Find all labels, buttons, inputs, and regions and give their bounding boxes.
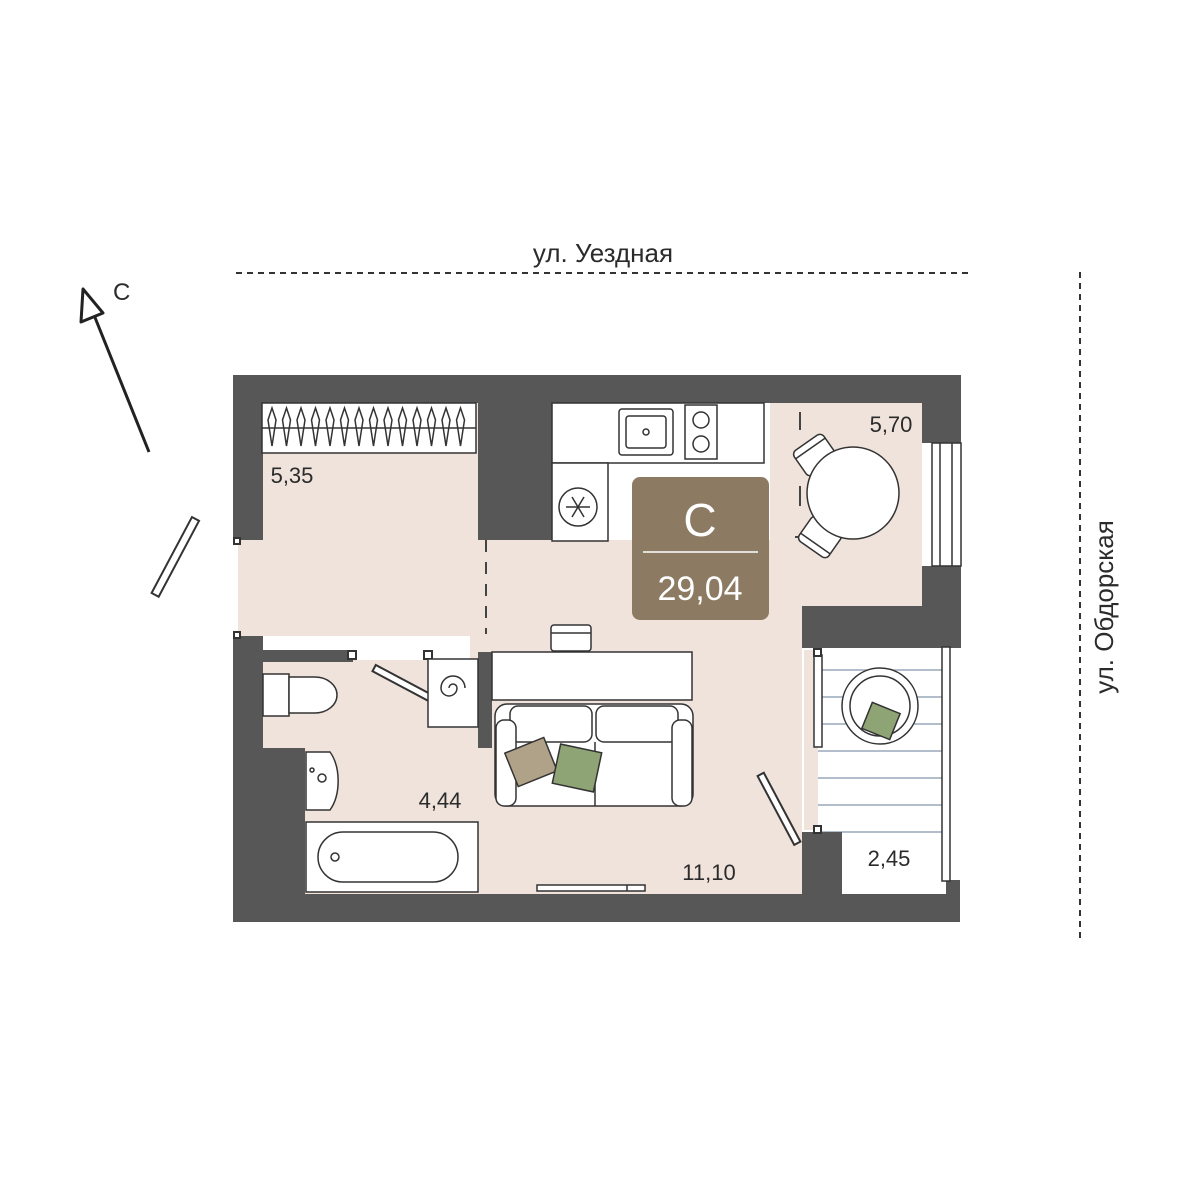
chair-icon — [550, 624, 592, 652]
wardrobe-icon — [261, 402, 477, 454]
area-badge: С 29,04 — [632, 477, 769, 620]
street-top-label: ул. Уездная — [533, 238, 673, 268]
desk-icon — [491, 651, 693, 701]
pillow-icon — [503, 736, 559, 788]
tv-icon — [536, 884, 646, 892]
pillow-icon — [551, 743, 603, 793]
table-icon — [806, 446, 900, 540]
hanger-icon — [296, 405, 306, 447]
north-arrow-icon — [79, 287, 151, 453]
hallway-area-label: 5,35 — [271, 463, 314, 488]
washing-machine-icon — [427, 658, 479, 728]
hanger-icon — [426, 405, 437, 447]
hanger-icon — [412, 405, 422, 447]
living-area-label: 11,10 — [682, 860, 735, 885]
fridge-icon — [558, 487, 598, 527]
hanger-icon — [455, 405, 466, 447]
hanger-icon — [368, 405, 379, 447]
compass-label: С — [113, 279, 130, 306]
window-icon — [931, 442, 962, 567]
hanger-icon — [310, 405, 321, 447]
hanger-icon — [441, 405, 451, 447]
bathroom-area-label: 4,44 — [419, 788, 462, 813]
street-right-label: ул. Обдорская — [1089, 520, 1119, 694]
hanger-icon — [281, 405, 292, 447]
balcony-area-label: 2,45 — [868, 846, 911, 871]
apartment-type-label: С — [683, 494, 716, 546]
hanger-icon — [339, 405, 350, 447]
total-area-label: 29,04 — [657, 570, 742, 608]
hanger-icon — [383, 405, 393, 447]
hanger-icon — [267, 405, 277, 447]
hanger-icon — [354, 405, 364, 447]
hanger-icon — [325, 405, 335, 447]
bathtub-icon — [305, 821, 479, 893]
door-icon — [150, 515, 822, 847]
kitchen-area-label: 5,70 — [870, 412, 913, 437]
washbasin-icon — [305, 751, 339, 811]
armchair-icon — [841, 667, 919, 745]
walls — [233, 375, 961, 922]
toilet-icon — [262, 673, 338, 717]
badge-bg — [632, 477, 769, 620]
hanger-icon — [397, 405, 408, 447]
